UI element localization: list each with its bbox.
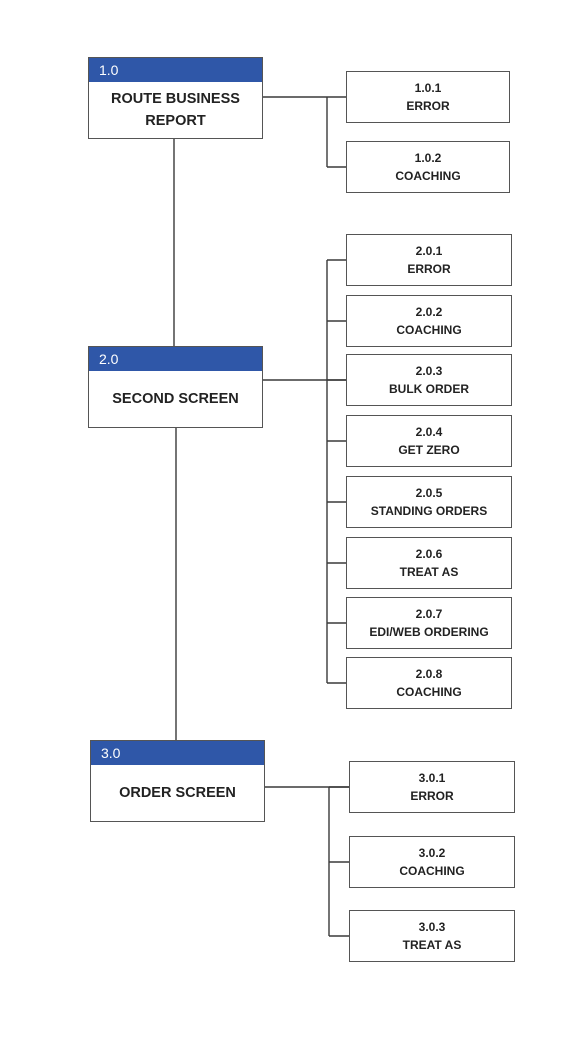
sub-title: COACHING [396, 323, 462, 337]
sub-title: ERROR [407, 262, 451, 276]
sub-box-1-0-2: 1.0.2 COACHING [346, 141, 510, 193]
sub-title: ERROR [410, 789, 454, 803]
sub-box-2-0-1: 2.0.1 ERROR [346, 234, 512, 286]
section-title: ROUTE BUSINESS REPORT [89, 82, 262, 138]
sub-box-3-0-3: 3.0.3 TREAT AS [349, 910, 515, 962]
sub-number: 2.0.8 [415, 667, 443, 681]
sub-number: 1.0.2 [414, 151, 442, 165]
section-number: 2.0 [89, 347, 262, 371]
sub-number: 2.0.3 [415, 364, 443, 378]
sub-number: 3.0.3 [418, 920, 446, 934]
sub-number: 3.0.1 [418, 771, 446, 785]
sub-box-3-0-1: 3.0.1 ERROR [349, 761, 515, 813]
main-box-3-0: 3.0 ORDER SCREEN [90, 740, 265, 822]
sub-box-2-0-5: 2.0.5 STANDING ORDERS [346, 476, 512, 528]
section-title: SECOND SCREEN [89, 371, 262, 427]
sub-title: COACHING [396, 685, 462, 699]
sub-number: 2.0.1 [415, 244, 443, 258]
sub-title: TREAT AS [399, 565, 459, 579]
sub-box-3-0-2: 3.0.2 COACHING [349, 836, 515, 888]
sub-number: 2.0.5 [415, 486, 443, 500]
sub-number: 3.0.2 [418, 846, 446, 860]
sub-title: EDI/WEB ORDERING [369, 625, 489, 639]
sub-title: GET ZERO [398, 443, 460, 457]
sub-box-2-0-2: 2.0.2 COACHING [346, 295, 512, 347]
sub-box-2-0-3: 2.0.3 BULK ORDER [346, 354, 512, 406]
section-title-line: SECOND SCREEN [112, 391, 239, 407]
sub-box-2-0-8: 2.0.8 COACHING [346, 657, 512, 709]
section-title-line: ROUTE BUSINESS [111, 91, 240, 107]
sub-box-2-0-6: 2.0.6 TREAT AS [346, 537, 512, 589]
main-box-2-0: 2.0 SECOND SCREEN [88, 346, 263, 428]
section-title-line: ORDER SCREEN [119, 785, 236, 801]
sub-box-1-0-1: 1.0.1 ERROR [346, 71, 510, 123]
sub-title: BULK ORDER [389, 382, 469, 396]
sub-number: 2.0.7 [415, 607, 443, 621]
sub-title: ERROR [406, 99, 450, 113]
sub-title: COACHING [399, 864, 465, 878]
section-number: 3.0 [91, 741, 264, 765]
sub-title: COACHING [395, 169, 461, 183]
sub-title: TREAT AS [402, 938, 462, 952]
main-box-1-0: 1.0 ROUTE BUSINESS REPORT [88, 57, 263, 139]
sub-number: 2.0.6 [415, 547, 443, 561]
sub-box-2-0-7: 2.0.7 EDI/WEB ORDERING [346, 597, 512, 649]
sub-box-2-0-4: 2.0.4 GET ZERO [346, 415, 512, 467]
sub-number: 2.0.4 [415, 425, 443, 439]
sub-title: STANDING ORDERS [370, 504, 488, 518]
section-title: ORDER SCREEN [91, 765, 264, 821]
sub-number: 2.0.2 [415, 305, 443, 319]
section-title-line: REPORT [145, 113, 206, 129]
sub-number: 1.0.1 [414, 81, 442, 95]
section-number: 1.0 [89, 58, 262, 82]
